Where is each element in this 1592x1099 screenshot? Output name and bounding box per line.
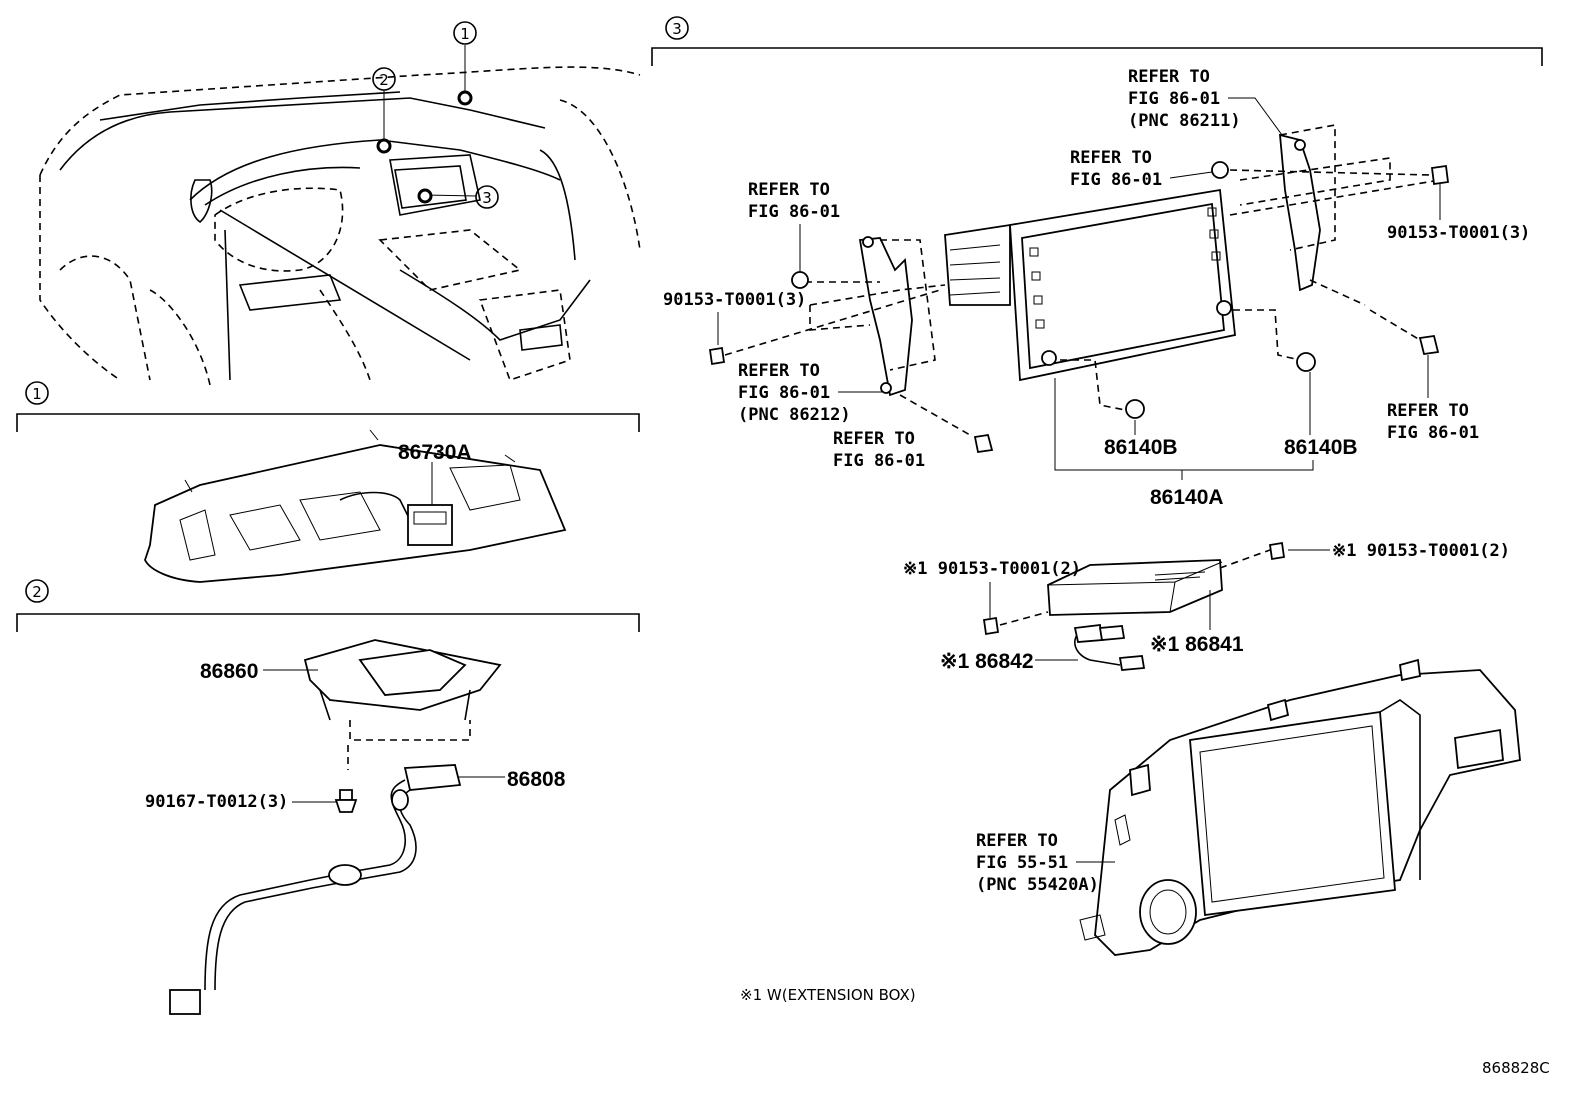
right-bracket-drawing bbox=[1239, 124, 1391, 306]
svg-text:(PNC 55420A): (PNC 55420A) bbox=[976, 875, 1099, 895]
footnote-extension-box: ※1 W(EXTENSION BOX) bbox=[740, 986, 916, 1004]
svg-text:FIG 86-01: FIG 86-01 bbox=[1387, 423, 1479, 443]
svg-text:FIG 86-01: FIG 86-01 bbox=[1070, 170, 1162, 190]
section-1-header: 1 bbox=[16, 381, 640, 432]
svg-text:86808: 86808 bbox=[507, 768, 566, 791]
svg-text:REFER TO: REFER TO bbox=[748, 180, 830, 200]
label-86730A: 86730A bbox=[398, 441, 472, 505]
harness-86808-drawing bbox=[169, 764, 462, 1015]
label-86140A: 86140A bbox=[1054, 378, 1314, 509]
center-bezel-drawing bbox=[1079, 658, 1521, 956]
label-refer-bezel: REFER TO FIG 55-51 (PNC 55420A) bbox=[976, 831, 1115, 895]
section-number: 1 bbox=[32, 385, 42, 403]
svg-text:REFER TO: REFER TO bbox=[976, 831, 1058, 851]
label-86841: ※1 86841 bbox=[1150, 590, 1244, 656]
label-86140B-b: 86140B bbox=[1284, 372, 1358, 459]
svg-text:90167-T0012(3): 90167-T0012(3) bbox=[145, 792, 288, 812]
label-90153-ext-left: ※1 90153-T0001(2) bbox=[903, 559, 1081, 618]
callout-number: 2 bbox=[379, 71, 389, 89]
svg-text:REFER TO: REFER TO bbox=[1070, 148, 1152, 168]
drawing-id: 868828C bbox=[1482, 1059, 1550, 1077]
svg-text:FIG 55-51: FIG 55-51 bbox=[976, 853, 1068, 873]
svg-text:90153-T0001(3): 90153-T0001(3) bbox=[1387, 223, 1530, 243]
label-90153-left: 90153-T0001(3) bbox=[663, 290, 806, 345]
section-2-header: 2 bbox=[16, 579, 640, 632]
label-86808: 86808 bbox=[458, 768, 566, 791]
fasteners-section-3 bbox=[708, 161, 1450, 454]
svg-text:※1 90153-T0001(2): ※1 90153-T0001(2) bbox=[1332, 541, 1510, 561]
svg-text:※1 86842: ※1 86842 bbox=[940, 650, 1034, 673]
bracket-86860-drawing bbox=[303, 639, 502, 770]
label-86860: 86860 bbox=[200, 660, 318, 683]
svg-text:(PNC 86212): (PNC 86212) bbox=[738, 405, 851, 425]
svg-text:86140B: 86140B bbox=[1104, 436, 1178, 459]
label-90167: 90167-T0012(3) bbox=[145, 792, 336, 812]
svg-text:※1 86841: ※1 86841 bbox=[1150, 633, 1244, 656]
callout-2-top: 2 bbox=[372, 67, 396, 91]
svg-text:86140B: 86140B bbox=[1284, 436, 1358, 459]
callout-number: 1 bbox=[460, 25, 470, 43]
svg-text:FIG 86-01: FIG 86-01 bbox=[1128, 89, 1220, 109]
module-86730A-shape bbox=[407, 504, 453, 546]
navigation-receiver-drawing bbox=[944, 188, 1236, 382]
svg-text:86730A: 86730A bbox=[398, 441, 472, 464]
svg-text:86860: 86860 bbox=[200, 660, 258, 683]
label-refer-bottom-left: REFER TO FIG 86-01 bbox=[833, 429, 925, 471]
label-90153-right: 90153-T0001(3) bbox=[1387, 184, 1530, 243]
svg-text:REFER TO: REFER TO bbox=[1387, 401, 1469, 421]
svg-text:FIG 86-01: FIG 86-01 bbox=[748, 202, 840, 222]
callout-number: 3 bbox=[482, 189, 492, 207]
callout-1-top: 1 bbox=[453, 21, 477, 45]
label-refer-top-left: REFER TO FIG 86-01 bbox=[748, 180, 840, 272]
section-3-header: 3 bbox=[651, 16, 1543, 66]
svg-text:(PNC 86211): (PNC 86211) bbox=[1128, 111, 1241, 131]
section-number: 3 bbox=[672, 20, 682, 38]
callout-3-top: 3 bbox=[475, 185, 499, 209]
label-refer-mid-left: REFER TO FIG 86-01 (PNC 86212) bbox=[738, 361, 882, 425]
svg-text:REFER TO: REFER TO bbox=[738, 361, 820, 381]
svg-text:FIG 86-01: FIG 86-01 bbox=[738, 383, 830, 403]
dashboard-overview-drawing bbox=[39, 45, 641, 386]
svg-text:FIG 86-01: FIG 86-01 bbox=[833, 451, 925, 471]
left-bracket-drawing bbox=[809, 236, 971, 436]
svg-text:※1 90153-T0001(2): ※1 90153-T0001(2) bbox=[903, 559, 1081, 579]
extension-box-drawing bbox=[982, 541, 1286, 671]
label-90153-ext-right: ※1 90153-T0001(2) bbox=[1288, 541, 1510, 561]
label-86140B-a: 86140B bbox=[1104, 420, 1178, 459]
screw-90167-drawing bbox=[334, 789, 358, 813]
svg-text:86140A: 86140A bbox=[1150, 486, 1224, 509]
label-86842: ※1 86842 bbox=[940, 650, 1078, 673]
svg-text:REFER TO: REFER TO bbox=[833, 429, 915, 449]
label-refer-top-right: REFER TO FIG 86-01 (PNC 86211) bbox=[1128, 67, 1283, 136]
instrument-panel-pad-drawing bbox=[144, 429, 567, 583]
svg-text:90153-T0001(3): 90153-T0001(3) bbox=[663, 290, 806, 310]
label-refer-top-center: REFER TO FIG 86-01 bbox=[1070, 148, 1213, 190]
section-number: 2 bbox=[32, 583, 42, 601]
svg-text:REFER TO: REFER TO bbox=[1128, 67, 1210, 87]
label-refer-right: REFER TO FIG 86-01 bbox=[1387, 355, 1479, 443]
